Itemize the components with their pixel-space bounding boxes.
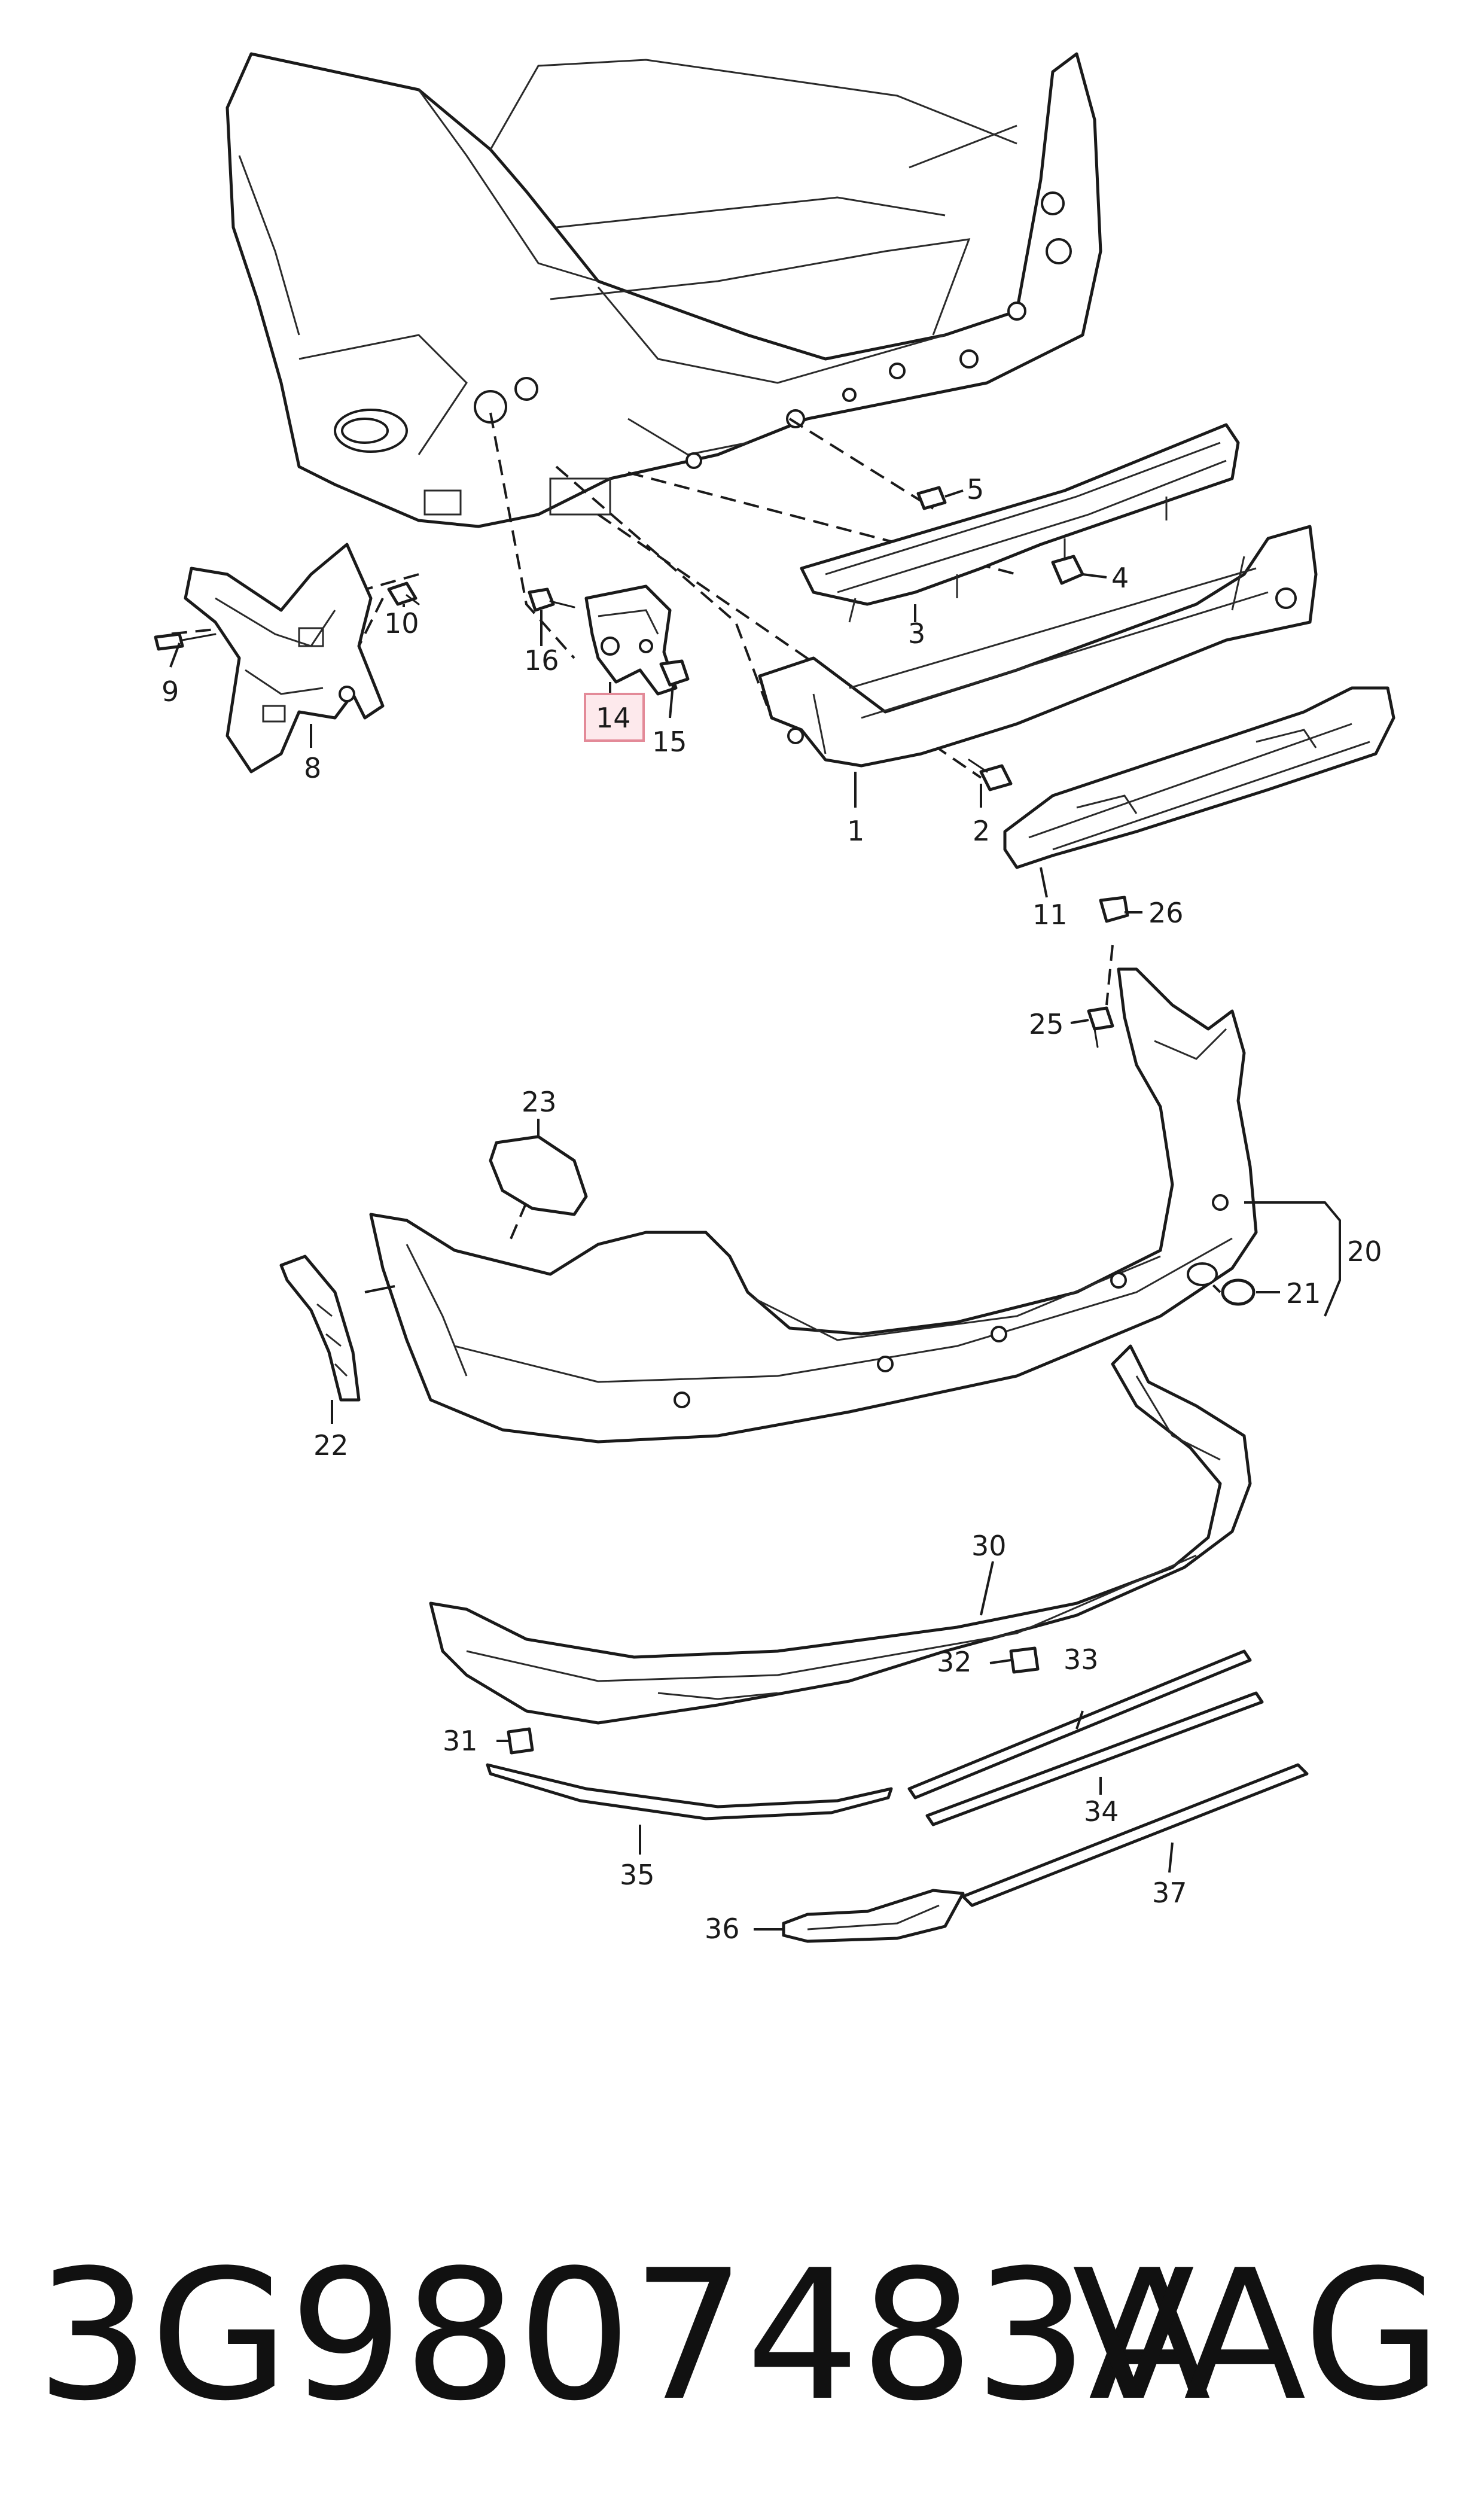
callout-labels: 1 2 3 4 5 8 9 10 11 14 15 16 20 21 22 23… [161, 473, 1382, 1945]
screw-10 [387, 581, 420, 606]
callout-label: 37 [1152, 1877, 1187, 1909]
callout-label: 30 [971, 1530, 1007, 1562]
part-8-side-bracket [184, 543, 385, 774]
leader-lines [169, 489, 1341, 1931]
part-37-trim-strip [961, 1763, 1309, 1907]
callout-label: 10 [384, 607, 419, 640]
part-33-trim-strip [907, 1649, 1252, 1800]
callout-label: 2 [973, 815, 990, 847]
part-20-bumper-cover [369, 967, 1258, 1444]
callout-label: 15 [652, 726, 687, 758]
part-22-side-guide [279, 1255, 361, 1402]
clip-32 [1009, 1646, 1040, 1674]
callout-label: 31 [443, 1725, 478, 1757]
part-34-trim-strip [925, 1691, 1264, 1826]
part-36-reflector-trim [782, 1889, 965, 1943]
screw-2 [968, 759, 1013, 791]
callout-label: 4 [1111, 562, 1129, 594]
callout-label: 16 [524, 644, 559, 677]
part-21-cap [1221, 1278, 1256, 1306]
callout-label: 14 [596, 702, 631, 734]
highlight-box-14 [584, 693, 645, 742]
part-23-pad [489, 1135, 588, 1216]
brand-label: VAG [1072, 2231, 1442, 2440]
callout-label: 25 [1029, 1008, 1064, 1040]
callout-label: 21 [1286, 1277, 1321, 1310]
callout-label: 34 [1084, 1795, 1119, 1828]
callout-label: 20 [1347, 1235, 1382, 1268]
callout-label: 9 [161, 675, 179, 708]
callout-label: 11 [1032, 899, 1068, 931]
screw-5 [916, 486, 947, 510]
nut-4 [1051, 555, 1084, 585]
part-14-guide-bracket [584, 584, 678, 696]
clip-26 [1099, 896, 1129, 923]
callout-label: 26 [1148, 897, 1184, 929]
screw-31 [507, 1727, 534, 1755]
callout-label: 22 [313, 1429, 349, 1462]
callout-label: 3 [908, 617, 925, 650]
callout-label: 23 [522, 1086, 557, 1118]
screw-9 [154, 632, 217, 651]
callout-label: 1 [847, 815, 864, 847]
part-35-lower-strip [486, 1763, 893, 1820]
callout-label: 32 [937, 1646, 972, 1678]
callout-label: 8 [304, 752, 321, 784]
callout-label: 33 [1064, 1643, 1099, 1676]
callout-label: 36 [705, 1913, 740, 1945]
part-11-energy-absorber [1003, 686, 1395, 869]
part-number-label: 3G9807483A [36, 2231, 1211, 2440]
screw-25 [1087, 1006, 1114, 1048]
part-1-bumper-beam [758, 525, 1318, 768]
screw-16 [528, 587, 575, 612]
callout-label: 35 [620, 1859, 655, 1891]
part-3-carrier [800, 423, 1240, 623]
vehicle-body-rear [226, 52, 1102, 528]
callout-label: 5 [967, 473, 984, 506]
part-30-diffuser [429, 1344, 1252, 1725]
nut-15 [659, 659, 690, 687]
